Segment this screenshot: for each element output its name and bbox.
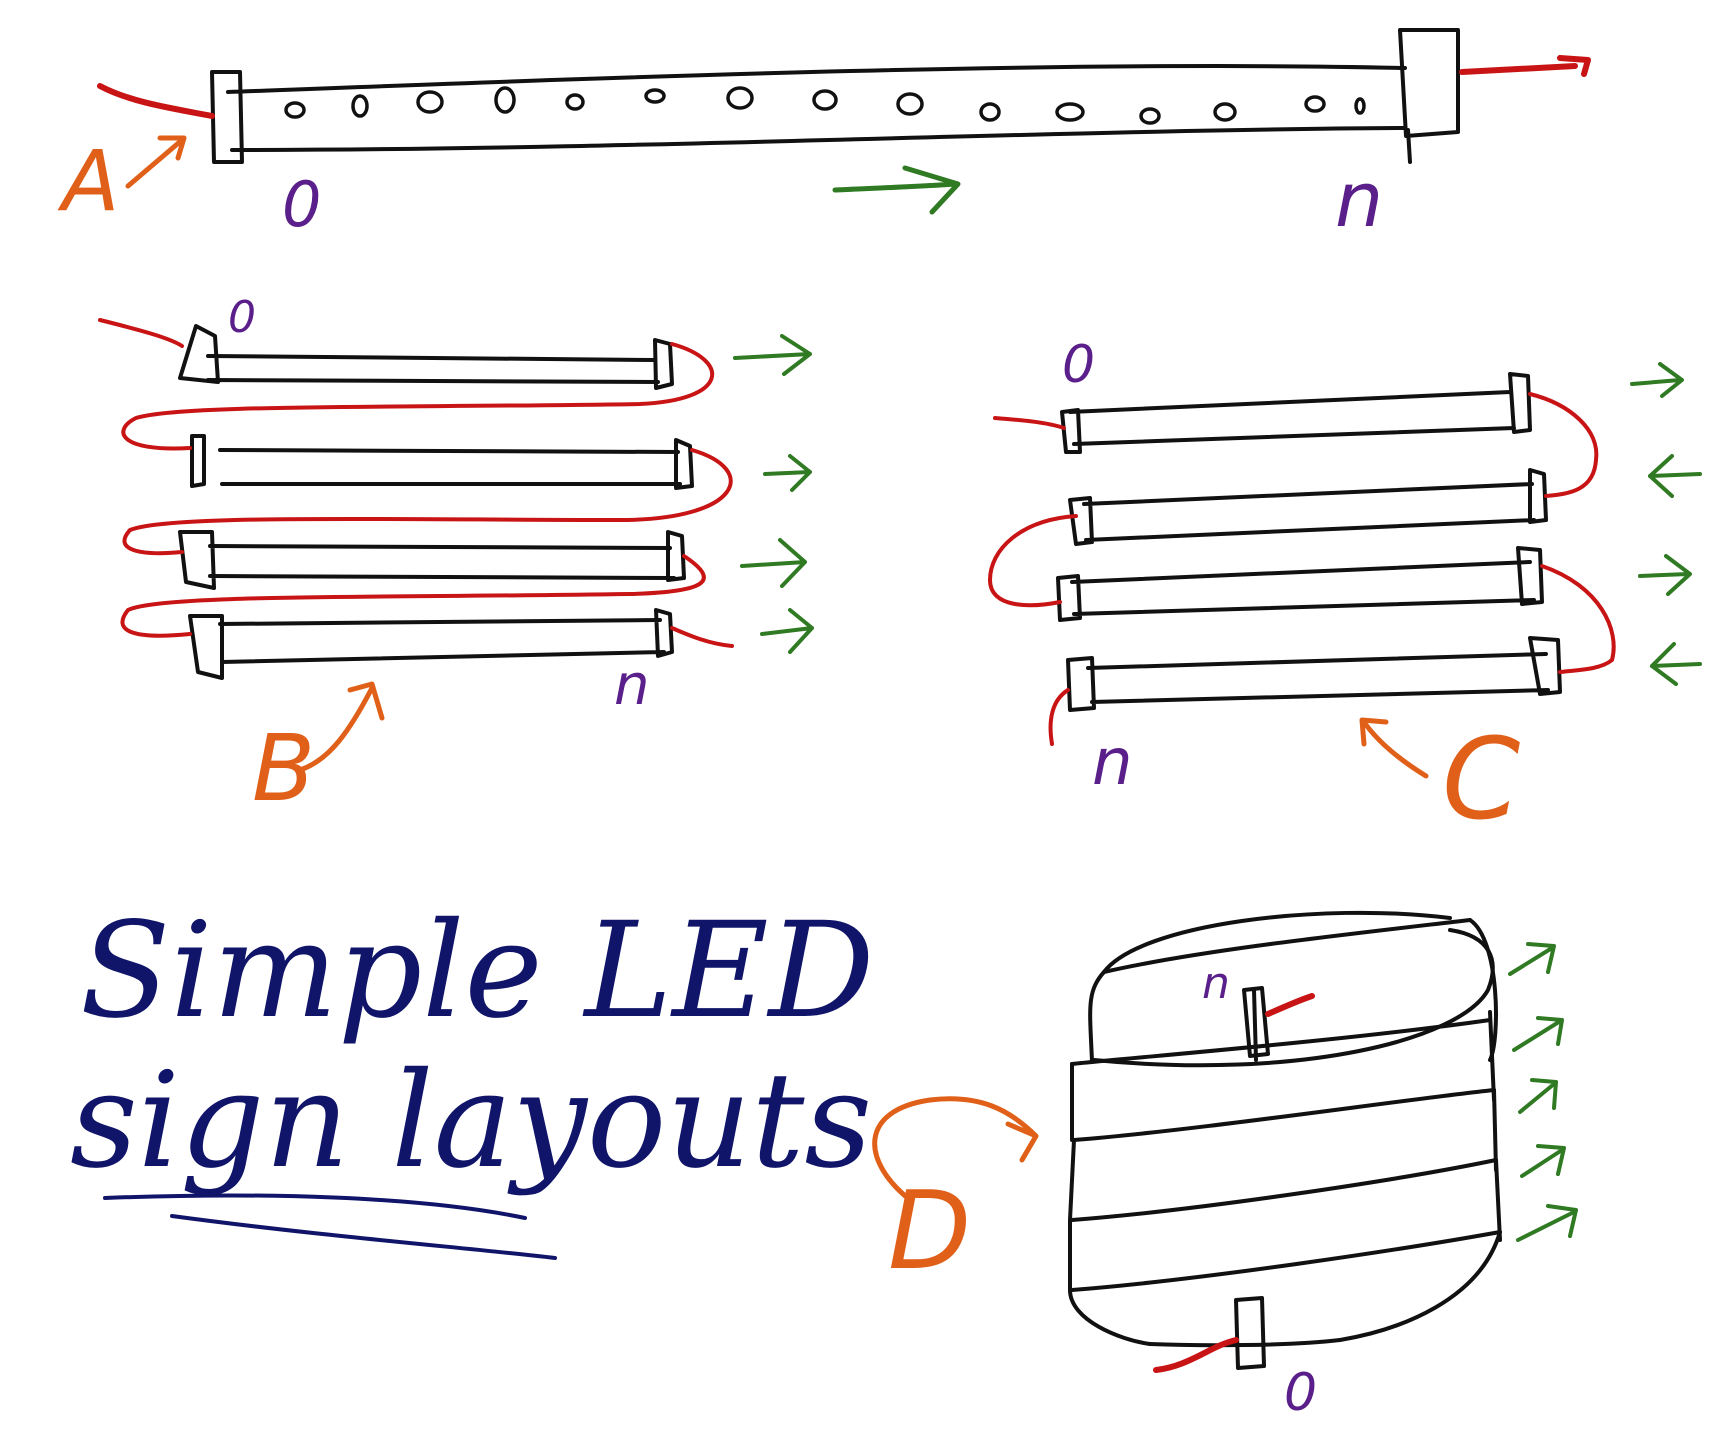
layout-a-start-index: 0 bbox=[282, 168, 321, 241]
layout-c-label: C bbox=[1442, 715, 1520, 845]
layout-d-end-index: n bbox=[1202, 958, 1230, 1009]
strip-segments bbox=[178, 324, 694, 680]
input-wire bbox=[97, 83, 215, 119]
outer-start-connector bbox=[1234, 1296, 1266, 1370]
end-connector bbox=[1398, 28, 1460, 164]
inner-end-connector bbox=[1242, 986, 1270, 1062]
layout-b-start-index: 0 bbox=[228, 292, 256, 343]
strip-body bbox=[226, 64, 1407, 152]
layout-d-label: D bbox=[888, 1169, 971, 1294]
layout-a-label: A bbox=[57, 132, 119, 230]
output-wire bbox=[1459, 55, 1591, 77]
layout-b bbox=[98, 318, 814, 773]
layout-d-start-index: 0 bbox=[1284, 1363, 1317, 1423]
direction-arrows bbox=[1508, 942, 1578, 1242]
layout-b-end-index: n bbox=[614, 653, 650, 718]
inner-wire bbox=[1265, 993, 1315, 1017]
layout-c bbox=[988, 362, 1702, 779]
direction-arrows bbox=[1630, 362, 1702, 686]
layout-c-start-index: 0 bbox=[1062, 335, 1095, 395]
layout-a bbox=[97, 28, 1591, 215]
direction-arrows bbox=[733, 334, 814, 654]
red-wires bbox=[988, 392, 1616, 746]
strip-segments bbox=[1056, 372, 1562, 712]
outer-wire bbox=[1153, 1337, 1239, 1373]
led-dots bbox=[284, 86, 1366, 125]
start-connector bbox=[210, 70, 244, 164]
layout-d bbox=[872, 910, 1578, 1373]
direction-arrow bbox=[832, 165, 961, 215]
title-underline bbox=[103, 1193, 557, 1260]
layout-a-end-index: n bbox=[1335, 155, 1383, 244]
layout-c-pointer-arrow bbox=[1359, 717, 1429, 779]
layout-c-end-index: n bbox=[1092, 726, 1133, 800]
coil-outline bbox=[1068, 910, 1502, 1348]
layout-a-pointer-arrow bbox=[125, 135, 187, 189]
layout-d-pointer-arrow bbox=[872, 1096, 1039, 1203]
title-line-2: sign layouts bbox=[70, 1044, 872, 1198]
layout-b-label: B bbox=[252, 715, 315, 822]
title-line-1: Simple LED bbox=[80, 894, 874, 1048]
red-wires bbox=[98, 318, 734, 648]
layout-b-pointer-arrow bbox=[297, 681, 385, 773]
